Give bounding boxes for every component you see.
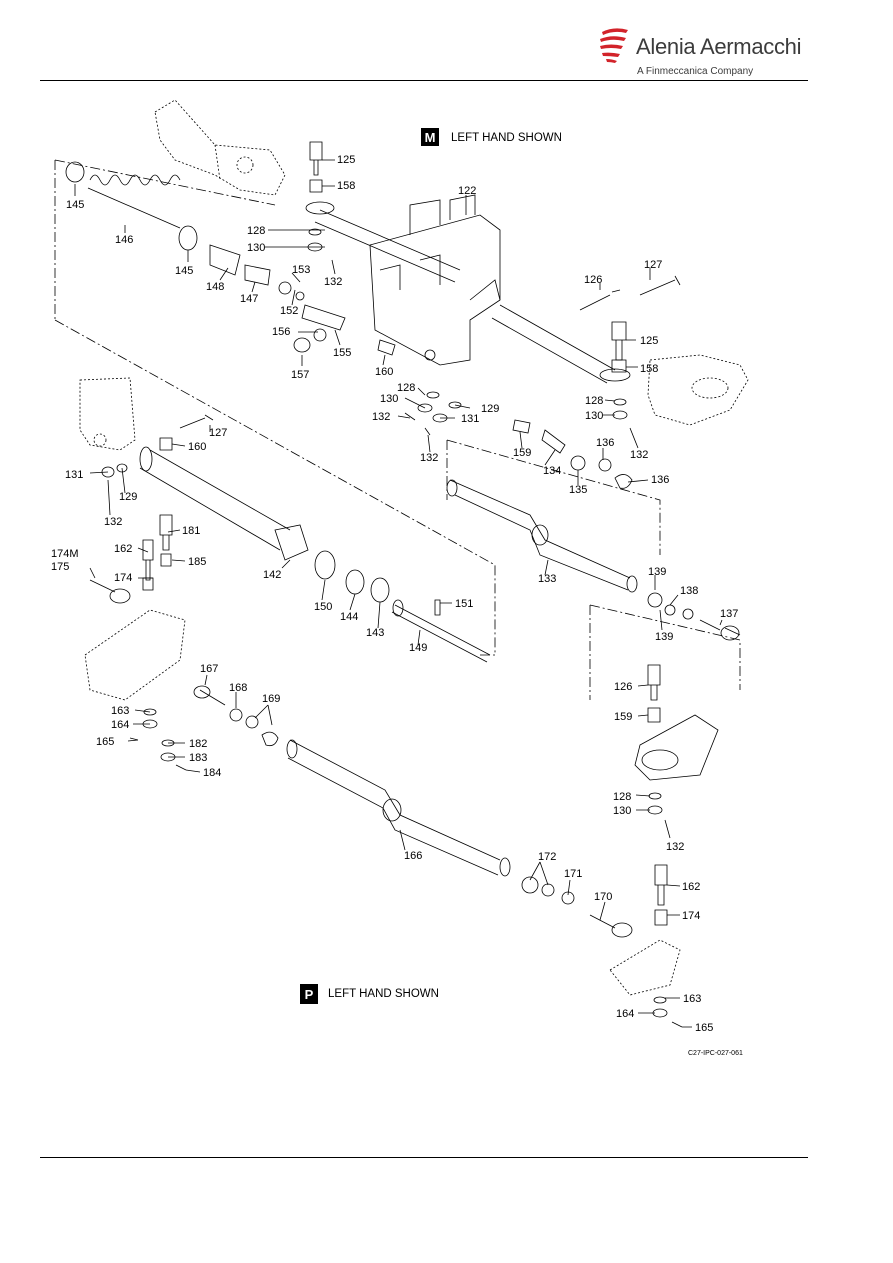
callout-label: 148 bbox=[206, 281, 224, 293]
callout-label: 150 bbox=[314, 601, 332, 613]
callout-label: 139 bbox=[648, 566, 666, 578]
callout-label: 170 bbox=[594, 891, 612, 903]
callout-label: 151 bbox=[455, 598, 473, 610]
aermacchi-emblem-icon bbox=[600, 28, 628, 63]
callout-label: 185 bbox=[188, 556, 206, 568]
lower-view-note: LEFT HAND SHOWN bbox=[328, 988, 439, 1000]
callout-label: 160 bbox=[188, 441, 206, 453]
callout-label: 182 bbox=[189, 738, 207, 750]
callout-label: 129 bbox=[119, 491, 137, 503]
callout-label: 153 bbox=[292, 264, 310, 276]
callout-label: 134 bbox=[543, 465, 561, 477]
callout-label: 132 bbox=[372, 411, 390, 423]
callout-label: 131 bbox=[461, 413, 479, 425]
callout-label: 175 bbox=[51, 561, 69, 573]
callout-label: 135 bbox=[569, 484, 587, 496]
callout-label: 165 bbox=[96, 736, 114, 748]
callout-label: 156 bbox=[272, 326, 290, 338]
callout-label: 128 bbox=[247, 225, 265, 237]
callout-label: 149 bbox=[409, 642, 427, 654]
callout-label: 126 bbox=[584, 274, 602, 286]
callout-label: 132 bbox=[324, 276, 342, 288]
callout-label: 130 bbox=[585, 410, 603, 422]
callout-label: 132 bbox=[630, 449, 648, 461]
callout-label: 132 bbox=[666, 841, 684, 853]
callout-label: 158 bbox=[640, 363, 658, 375]
callout-label: 133 bbox=[538, 573, 556, 585]
callout-label: 168 bbox=[229, 682, 247, 694]
callout-label: 162 bbox=[114, 543, 132, 555]
callout-label: 181 bbox=[182, 525, 200, 537]
callout-label: 157 bbox=[291, 369, 309, 381]
callout-label: 128 bbox=[397, 382, 415, 394]
callout-label: 132 bbox=[104, 516, 122, 528]
callout-label: 130 bbox=[380, 393, 398, 405]
callout-label: 158 bbox=[337, 180, 355, 192]
callout-label: 172 bbox=[538, 851, 556, 863]
callout-label: 138 bbox=[680, 585, 698, 597]
callout-label: 137 bbox=[720, 608, 738, 620]
callout-label: 174 bbox=[682, 910, 700, 922]
callout-label: 143 bbox=[366, 627, 384, 639]
callout-label: 132 bbox=[420, 452, 438, 464]
callout-label: 159 bbox=[513, 447, 531, 459]
callout-label: 127 bbox=[209, 427, 227, 439]
callout-label: 169 bbox=[262, 693, 280, 705]
callout-label: 128 bbox=[585, 395, 603, 407]
callout-label: 147 bbox=[240, 293, 258, 305]
header-rule bbox=[40, 80, 808, 81]
company-name: Alenia Aermacchi bbox=[636, 34, 802, 59]
company-logo: Alenia Aermacchi A Finmeccanica Company bbox=[596, 24, 801, 80]
figure-reference: C27-IPC-027-061 bbox=[688, 1050, 743, 1057]
callout-label: 142 bbox=[263, 569, 281, 581]
callout-label: 128 bbox=[613, 791, 631, 803]
callout-label: 163 bbox=[111, 705, 129, 717]
callout-label: 167 bbox=[200, 663, 218, 675]
callout-label: 144 bbox=[340, 611, 358, 623]
callout-label: 125 bbox=[337, 154, 355, 166]
callout-label: 164 bbox=[616, 1008, 634, 1020]
callout-label: 183 bbox=[189, 752, 207, 764]
callout-label: 145 bbox=[175, 265, 193, 277]
callout-label: 125 bbox=[640, 335, 658, 347]
callout-label: 145 bbox=[66, 199, 84, 211]
svg-text:M: M bbox=[425, 130, 436, 145]
callout-label: 127 bbox=[644, 259, 662, 271]
callout-label: 130 bbox=[247, 242, 265, 254]
callout-label: 126 bbox=[614, 681, 632, 693]
callout-label: 129 bbox=[481, 403, 499, 415]
callout-label: 136 bbox=[651, 474, 669, 486]
callout-label: 163 bbox=[683, 993, 701, 1005]
callout-label: 155 bbox=[333, 347, 351, 359]
callout-label: 152 bbox=[280, 305, 298, 317]
callout-label: 166 bbox=[404, 850, 422, 862]
callout-label: 174 bbox=[114, 572, 132, 584]
callout-labels: 122 125 158 128 130 132 145 146 145 148 … bbox=[51, 154, 738, 1034]
callout-label: 146 bbox=[115, 234, 133, 246]
callout-label: 159 bbox=[614, 711, 632, 723]
company-tagline: A Finmeccanica Company bbox=[637, 66, 754, 77]
callout-label: 184 bbox=[203, 767, 221, 779]
callout-label: 131 bbox=[65, 469, 83, 481]
callout-label: 171 bbox=[564, 868, 582, 880]
footer-rule bbox=[40, 1157, 808, 1158]
callout-label: 162 bbox=[682, 881, 700, 893]
callout-label: 122 bbox=[458, 185, 476, 197]
upper-view-badge: M bbox=[421, 128, 439, 146]
callout-label: 139 bbox=[655, 631, 673, 643]
lower-view-badge: P bbox=[300, 984, 318, 1004]
callout-label: 130 bbox=[613, 805, 631, 817]
callout-label: 174M bbox=[51, 548, 79, 560]
callout-label: 165 bbox=[695, 1022, 713, 1034]
callout-label: 160 bbox=[375, 366, 393, 378]
svg-text:P: P bbox=[305, 987, 314, 1002]
upper-view-note: LEFT HAND SHOWN bbox=[451, 132, 562, 144]
callout-label: 136 bbox=[596, 437, 614, 449]
callout-label: 164 bbox=[111, 719, 129, 731]
